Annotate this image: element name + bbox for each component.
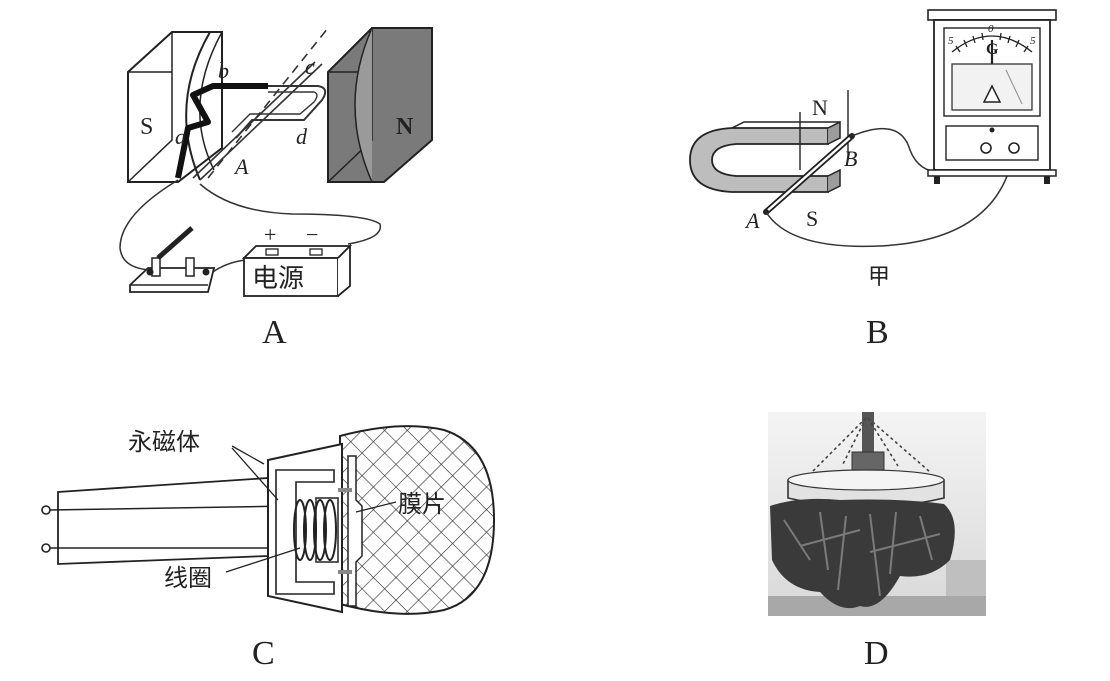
wire-right: [199, 183, 382, 245]
point-b-label: b: [218, 58, 229, 83]
rod-end-a-label: A: [744, 208, 760, 233]
terminal-lower: [41, 543, 51, 553]
panel-d: D: [768, 412, 986, 672]
mic-mesh-head: [339, 425, 496, 615]
mic-handle: [57, 477, 269, 565]
scale-mid: 0: [988, 23, 994, 35]
scrap-iron-highlights: [783, 511, 941, 597]
leader-coil: [225, 547, 301, 573]
label-membrane: 膜片: [398, 490, 446, 518]
panel-b: N S A B: [689, 9, 1057, 351]
scale-right: 5: [1030, 35, 1036, 47]
scrap-iron: [770, 498, 955, 609]
membrane: [347, 455, 363, 607]
wire-b-lower: [765, 149, 1015, 248]
caption-c: C: [252, 635, 275, 672]
leader-magnet-2: [231, 447, 279, 501]
power-supply: [241, 243, 353, 297]
coil-abcd: [175, 83, 327, 179]
permanent-magnet: [275, 469, 335, 595]
crane-chains: [811, 417, 931, 473]
leader-membrane: [355, 501, 397, 513]
plus-sign: +: [264, 222, 276, 247]
horseshoe-magnet: [689, 90, 849, 193]
rod-end-b-label: B: [844, 146, 857, 171]
magnet-n: [327, 27, 433, 183]
label-permanent-magnet: 永磁体: [128, 428, 200, 456]
minus-sign: −: [306, 222, 318, 247]
leader-magnet-1: [231, 445, 265, 465]
magnet-n-label: N: [396, 114, 414, 140]
magnet-s-label: S: [140, 114, 153, 140]
lead-upper: [49, 505, 291, 511]
rod-ab: [763, 133, 855, 215]
magnet-s: [127, 31, 223, 183]
point-a-label: a: [175, 124, 186, 149]
lift-hook-block: [851, 451, 885, 471]
meter-letter: G: [986, 41, 999, 58]
rod-a-label: A: [233, 154, 249, 179]
galvanometer: [927, 9, 1057, 184]
pole-n-label: N: [812, 95, 828, 120]
caption-a: A: [262, 314, 287, 351]
point-c-label: c: [305, 54, 315, 79]
caption-d: D: [864, 635, 889, 672]
coil: [293, 499, 337, 561]
membrane-dashes: [338, 488, 352, 574]
label-coil: 线圈: [164, 564, 212, 592]
point-d-label: d: [296, 124, 308, 149]
photo-ground: [768, 596, 986, 616]
sub-caption-jia: 甲: [868, 265, 890, 290]
terminal-upper: [41, 505, 51, 515]
knife-switch: [129, 226, 216, 293]
scale-left: 5: [948, 35, 954, 47]
caption-b: B: [866, 314, 889, 351]
wire-left: [119, 179, 179, 271]
power-label: 电源: [252, 264, 304, 294]
panel-c: 永磁体 膜片 线圈 C: [41, 425, 496, 672]
photo-building: [946, 560, 986, 600]
panel-a: b c a d A S N + − 电源 A: [119, 27, 433, 351]
pole-s-label: S: [806, 206, 818, 231]
wire-switch-battery: [209, 259, 247, 275]
